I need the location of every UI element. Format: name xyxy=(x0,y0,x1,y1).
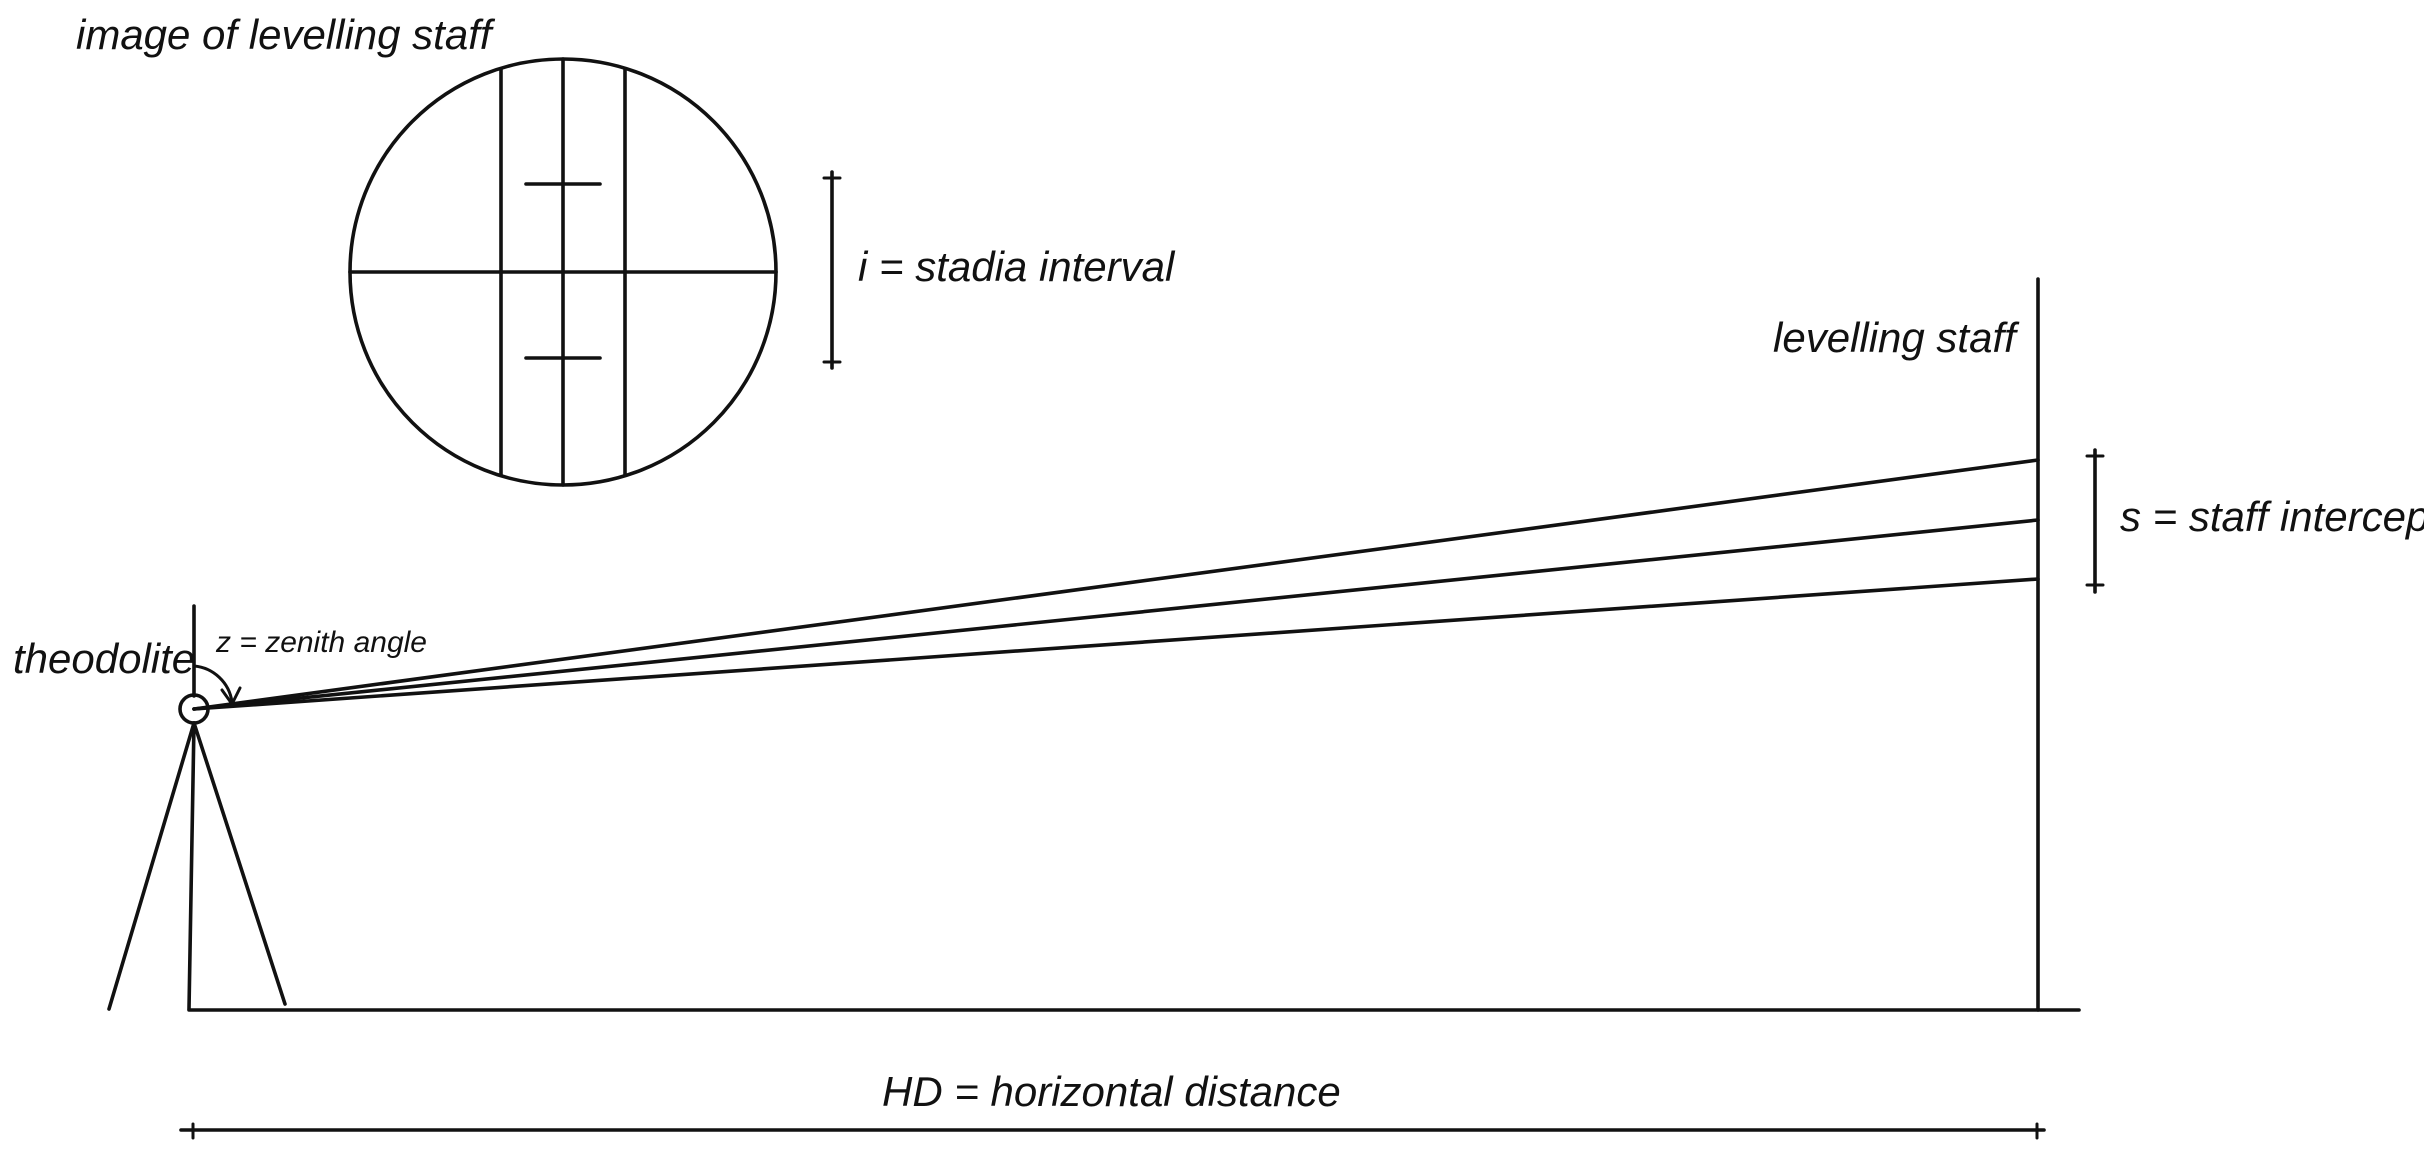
levelling-staff: levelling staff xyxy=(1773,277,2040,1012)
zenith-angle-arrowhead xyxy=(220,686,242,707)
staff-intercept-dimension: s = staff intercept xyxy=(2085,448,2424,594)
theodolite-label: theodolite xyxy=(13,635,195,682)
tripod-left-leg xyxy=(107,721,196,1011)
tripod-right-leg xyxy=(192,721,287,1006)
zenith-angle: z = zenith angle xyxy=(192,626,427,707)
telescope-view: image of levelling staff xyxy=(76,11,778,487)
sight-lines xyxy=(192,458,2040,711)
levelling-staff-label: levelling staff xyxy=(1773,314,2020,361)
upper-sight-line xyxy=(192,458,2040,711)
horizontal-distance-label: HD = horizontal distance xyxy=(882,1068,1341,1115)
zenith-angle-arc xyxy=(192,664,234,704)
horizontal-distance-dimension: HD = horizontal distance xyxy=(179,1068,2046,1140)
zenith-angle-label: z = zenith angle xyxy=(215,626,427,659)
image-title-label: image of levelling staff xyxy=(76,11,496,58)
middle-sight-line xyxy=(192,518,2040,711)
stadia-interval-label: i = stadia interval xyxy=(858,243,1176,290)
stadia-interval-dimension: i = stadia interval xyxy=(822,170,1176,370)
staff-intercept-label: s = staff intercept xyxy=(2120,493,2424,540)
tripod-center-leg xyxy=(187,721,196,1011)
theodolite: theodolite xyxy=(13,604,287,1011)
lower-sight-line xyxy=(192,577,2040,711)
